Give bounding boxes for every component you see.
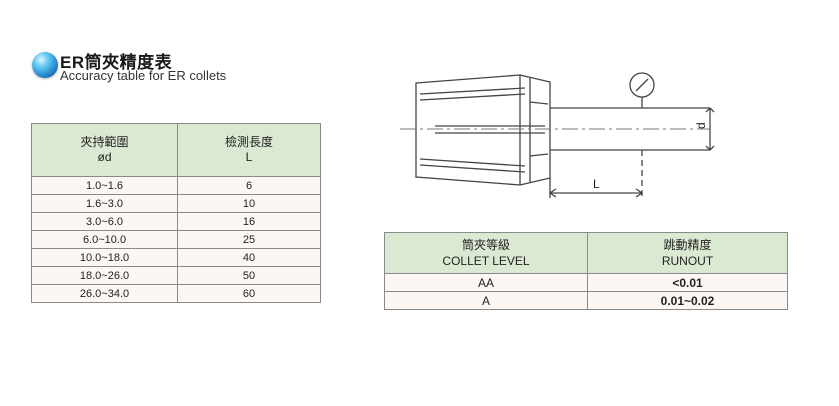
level-cell: A xyxy=(384,291,588,310)
title-english: Accuracy table for ER collets xyxy=(60,68,227,83)
runout-cell: <0.01 xyxy=(587,273,788,292)
length-cell: 50 xyxy=(177,266,321,285)
header-line: ød xyxy=(97,150,112,164)
table-row: 26.0~34.0 60 xyxy=(31,284,321,303)
runout-accuracy-table: 筒夾等級 COLLET LEVEL 跳動精度 RUNOUT AA <0.01 A… xyxy=(384,232,788,310)
header-line: COLLET LEVEL xyxy=(442,254,530,268)
collet-slot xyxy=(529,153,549,157)
header-clamping-range: 夾持範圍 ød xyxy=(31,123,178,177)
range-cell: 3.0~6.0 xyxy=(31,212,178,231)
table-row: 3.0~6.0 16 xyxy=(31,212,321,231)
collet-slot xyxy=(419,93,526,101)
range-cell: 1.0~1.6 xyxy=(31,176,178,195)
length-cell: 16 xyxy=(177,212,321,231)
table-row: 1.0~1.6 6 xyxy=(31,176,321,195)
range-cell: 10.0~18.0 xyxy=(31,248,178,267)
range-cell: 1.6~3.0 xyxy=(31,194,178,213)
range-cell: 26.0~34.0 xyxy=(31,284,178,303)
table-row: 6.0~10.0 25 xyxy=(31,230,321,249)
collet-slot xyxy=(419,158,526,167)
table-row: 18.0~26.0 50 xyxy=(31,266,321,285)
header-line: 跳動精度 xyxy=(663,238,712,252)
table-row: 1.6~3.0 10 xyxy=(31,194,321,213)
length-cell: 6 xyxy=(177,176,321,195)
level-cell: AA xyxy=(384,273,588,292)
runout-cell: 0.01~0.02 xyxy=(587,291,788,310)
collet-slot xyxy=(419,87,526,95)
header-collet-level: 筒夾等級 COLLET LEVEL xyxy=(384,232,588,274)
blue-bullet-icon xyxy=(32,52,58,78)
label-d: d xyxy=(694,122,708,129)
header-line: 夾持範圍 xyxy=(80,135,129,149)
collet-runout-diagram: d L xyxy=(400,72,715,198)
clamping-range-table: 夾持範圍 ød 檢測長度 L 1.0~1.6 6 1.6~3.0 10 3.0~… xyxy=(31,123,321,303)
length-cell: 60 xyxy=(177,284,321,303)
collet-slot xyxy=(419,164,526,173)
table-header-row: 筒夾等級 COLLET LEVEL 跳動精度 RUNOUT xyxy=(384,232,788,274)
title-chinese: ER筒夾精度表 xyxy=(60,53,173,72)
length-cell: 10 xyxy=(177,194,321,213)
table-row: AA <0.01 xyxy=(384,273,788,292)
collet-slot xyxy=(529,101,549,105)
header-line: 筒夾等級 xyxy=(461,238,510,252)
header-runout: 跳動精度 RUNOUT xyxy=(587,232,788,274)
header-line: RUNOUT xyxy=(661,254,714,268)
table-row: A 0.01~0.02 xyxy=(384,291,788,310)
range-cell: 18.0~26.0 xyxy=(31,266,178,285)
length-cell: 40 xyxy=(177,248,321,267)
table-header-row: 夾持範圍 ød 檢測長度 L xyxy=(31,123,321,177)
table-row: 10.0~18.0 40 xyxy=(31,248,321,267)
label-L: L xyxy=(593,177,600,191)
header-test-length: 檢測長度 L xyxy=(177,123,321,177)
range-cell: 6.0~10.0 xyxy=(31,230,178,249)
dimension-arrows xyxy=(705,107,715,151)
dial-indicator-needle xyxy=(635,78,649,92)
header-line: L xyxy=(245,150,253,164)
length-cell: 25 xyxy=(177,230,321,249)
header-line: 檢測長度 xyxy=(224,135,273,149)
dimension-arrows xyxy=(548,188,644,198)
